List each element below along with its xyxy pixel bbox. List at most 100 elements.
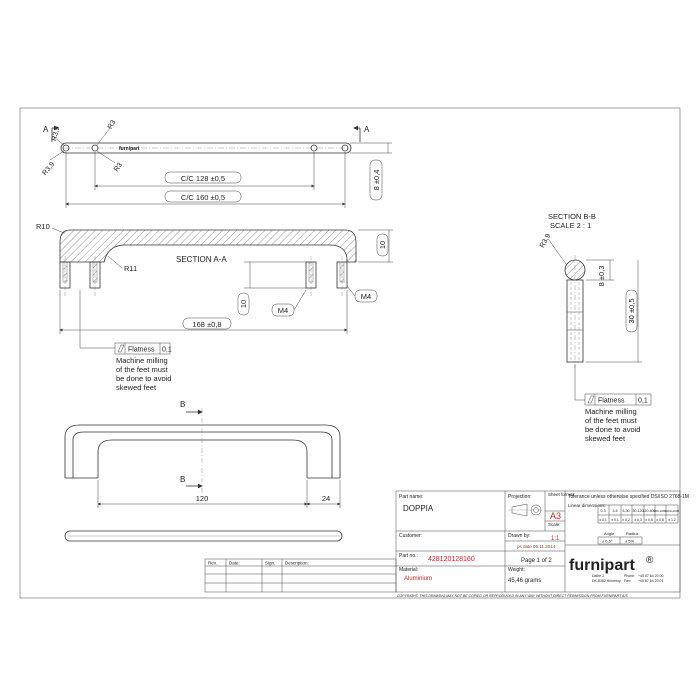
dim-section-height: 10: [378, 241, 387, 249]
drawn-by-label: Drawn by:: [508, 533, 531, 539]
part-no-label: Part no.:: [399, 553, 418, 559]
tol-value-4: ± 0,3: [634, 518, 642, 522]
radius-label: Radius: [626, 531, 638, 536]
sheet-border: [19, 107, 681, 599]
section-b-label-bottom: B: [180, 475, 185, 484]
tol-range-3: 6-30: [622, 509, 629, 513]
note-aa-line-2: of the feet must: [116, 365, 169, 374]
address-line-2: DK-8382 Hinnerup: [592, 579, 621, 583]
flatness-value-aa: 0,1: [162, 347, 172, 354]
dim-front-foot: 24: [322, 494, 330, 503]
tol-range-6: 400-1000: [654, 509, 667, 513]
dim-cc160: C/C 160 ±0,5: [181, 193, 225, 202]
flatness-frame-bb: [584, 393, 652, 406]
part-name-value: DOPPIA: [403, 504, 434, 513]
dim-foot-height: 10: [239, 300, 248, 308]
radius-end-left-label: R3,9: [41, 161, 56, 177]
rev-header-description: Description:: [285, 561, 309, 566]
note-bb-line-2: of the feet must: [585, 416, 638, 425]
revision-table: Rev. Date: Sign. Description:: [204, 558, 397, 593]
tol-value-2: ± 0,1: [611, 518, 619, 522]
flatness-label-bb: Flatness: [598, 398, 625, 405]
copyright-notice: COPYRIGHT: THIS DRAWING MAY NOT BE COPIE…: [397, 594, 628, 598]
sheet-format-value: A3: [550, 511, 561, 521]
section-aa-title: SECTION A-A: [176, 255, 227, 264]
weight-value: 45,46 grams: [508, 578, 541, 584]
tol-range-7: 1000-2000: [665, 509, 680, 513]
scale-label: Scale:: [548, 522, 561, 527]
drawn-by-value: ps date 05.11.2014: [517, 544, 556, 549]
dim-section-length: 168 ±0,8: [192, 320, 221, 329]
projection-symbol-icon: [508, 503, 543, 517]
rev-header-rev: Rev.: [208, 561, 217, 566]
flatness-label-aa: Flatness: [128, 347, 155, 354]
dim-plan-width: 8 ±0,4: [372, 170, 381, 191]
page-number: Page 1 of 2: [521, 558, 552, 564]
rev-header-sign: Sign.: [265, 561, 275, 566]
weight-label: Weight:: [508, 567, 525, 573]
dim-bb-width: 8 ±0,3: [597, 266, 606, 287]
section-bb-title: SECTION B-B: [548, 212, 596, 221]
tol-range-4: 30-120: [633, 509, 644, 513]
radius-value: ± 5%: [625, 539, 635, 544]
note-aa-line-4: skewed feet: [116, 383, 157, 392]
projection-label: Projection:: [508, 494, 532, 500]
section-aa-view: SECTION A-A R10 R11 10 10 M4 M4 168 ±0,8: [36, 222, 393, 392]
tol-value-3: ± 0,2: [622, 518, 630, 522]
handle-plan-outline: [60, 142, 352, 154]
section-bb-scale: SCALE 2 : 1: [550, 221, 591, 230]
tol-value-5: ± 0,5: [645, 518, 653, 522]
material-value: Aluminium: [404, 576, 432, 582]
company-logo-text: furnipart: [569, 557, 635, 574]
tol-value-1: ± 0,1: [599, 518, 607, 522]
company-registered-mark: ®: [646, 555, 654, 566]
plan-view: furnipart A A R3,9 R3,9 R3 R3 C/C 128 ±0…: [41, 119, 392, 208]
section-a-label-right: A: [364, 125, 370, 134]
scale-value: 1:1: [551, 536, 560, 542]
fax-value: +45 87 64 20 01: [638, 579, 663, 583]
section-aa-body: [59, 229, 357, 263]
radius-hole-bottom-label: R3: [113, 162, 124, 173]
dim-bb-height: 30 ±0,5: [627, 299, 636, 324]
section-a-label-left: A: [43, 125, 49, 134]
note-bb-line-4: skewed feet: [585, 434, 626, 443]
radius-end-label: R3,9: [51, 126, 62, 142]
note-bb-line-1: Machine milling: [585, 407, 637, 416]
dim-cc128: C/C 128 ±0,5: [181, 174, 225, 183]
address-line-1: Dalbe 2: [592, 574, 604, 578]
section-bb-radius: R3,9: [539, 233, 553, 249]
tolerance-table: 0-3 3-6 6-30 30-120 120-400 400-1000 100…: [597, 504, 680, 524]
phone-label: Phone:: [624, 574, 635, 578]
sheet-format-label: Sheet format:: [548, 492, 575, 497]
note-aa-line-1: Machine milling: [116, 356, 168, 365]
tol-range-2: 3-6: [612, 509, 617, 513]
section-b-label-top: B: [180, 400, 185, 409]
tol-value-7: ± 1,2: [668, 518, 676, 522]
flatness-frame-aa: [114, 342, 171, 355]
tol-value-6: ± 0,8: [656, 518, 664, 522]
fax-label: Fax:: [624, 579, 631, 583]
tol-range-5: 120-400: [643, 509, 656, 513]
thread-right-label: M4: [361, 292, 371, 301]
tol-range-1: 0-3: [600, 509, 605, 513]
thread-left-label: M4: [278, 306, 288, 315]
part-name-label: Part name:: [399, 494, 423, 500]
flatness-value-bb: 0,1: [638, 398, 648, 405]
front-view: B B 120 24: [64, 400, 343, 542]
angle-radius-table: Angle Radius ± 0,5° ± 5%: [597, 531, 643, 545]
rev-header-date: Date:: [229, 561, 240, 566]
linear-dimensions-label: Linear dimensions:: [568, 503, 606, 508]
material-label: Material:: [399, 567, 418, 573]
radius-hole-top-label: R3: [107, 119, 118, 130]
tolerance-header: Tolerance unless otherwise specified DS/…: [568, 494, 689, 500]
mount-hole-left: [91, 144, 99, 152]
note-bb-line-3: be done to avoid: [585, 425, 640, 434]
dim-front-span: 120: [196, 494, 209, 503]
angle-value: ± 0,5°: [602, 539, 613, 544]
angle-label: Angle: [604, 531, 615, 536]
brand-mark: furnipart: [119, 146, 140, 152]
note-aa-line-3: be done to avoid: [116, 374, 171, 383]
radius-outer-label: R10: [36, 222, 50, 231]
title-block: Part name: DOPPIA Projection: Sheet form…: [395, 490, 689, 593]
